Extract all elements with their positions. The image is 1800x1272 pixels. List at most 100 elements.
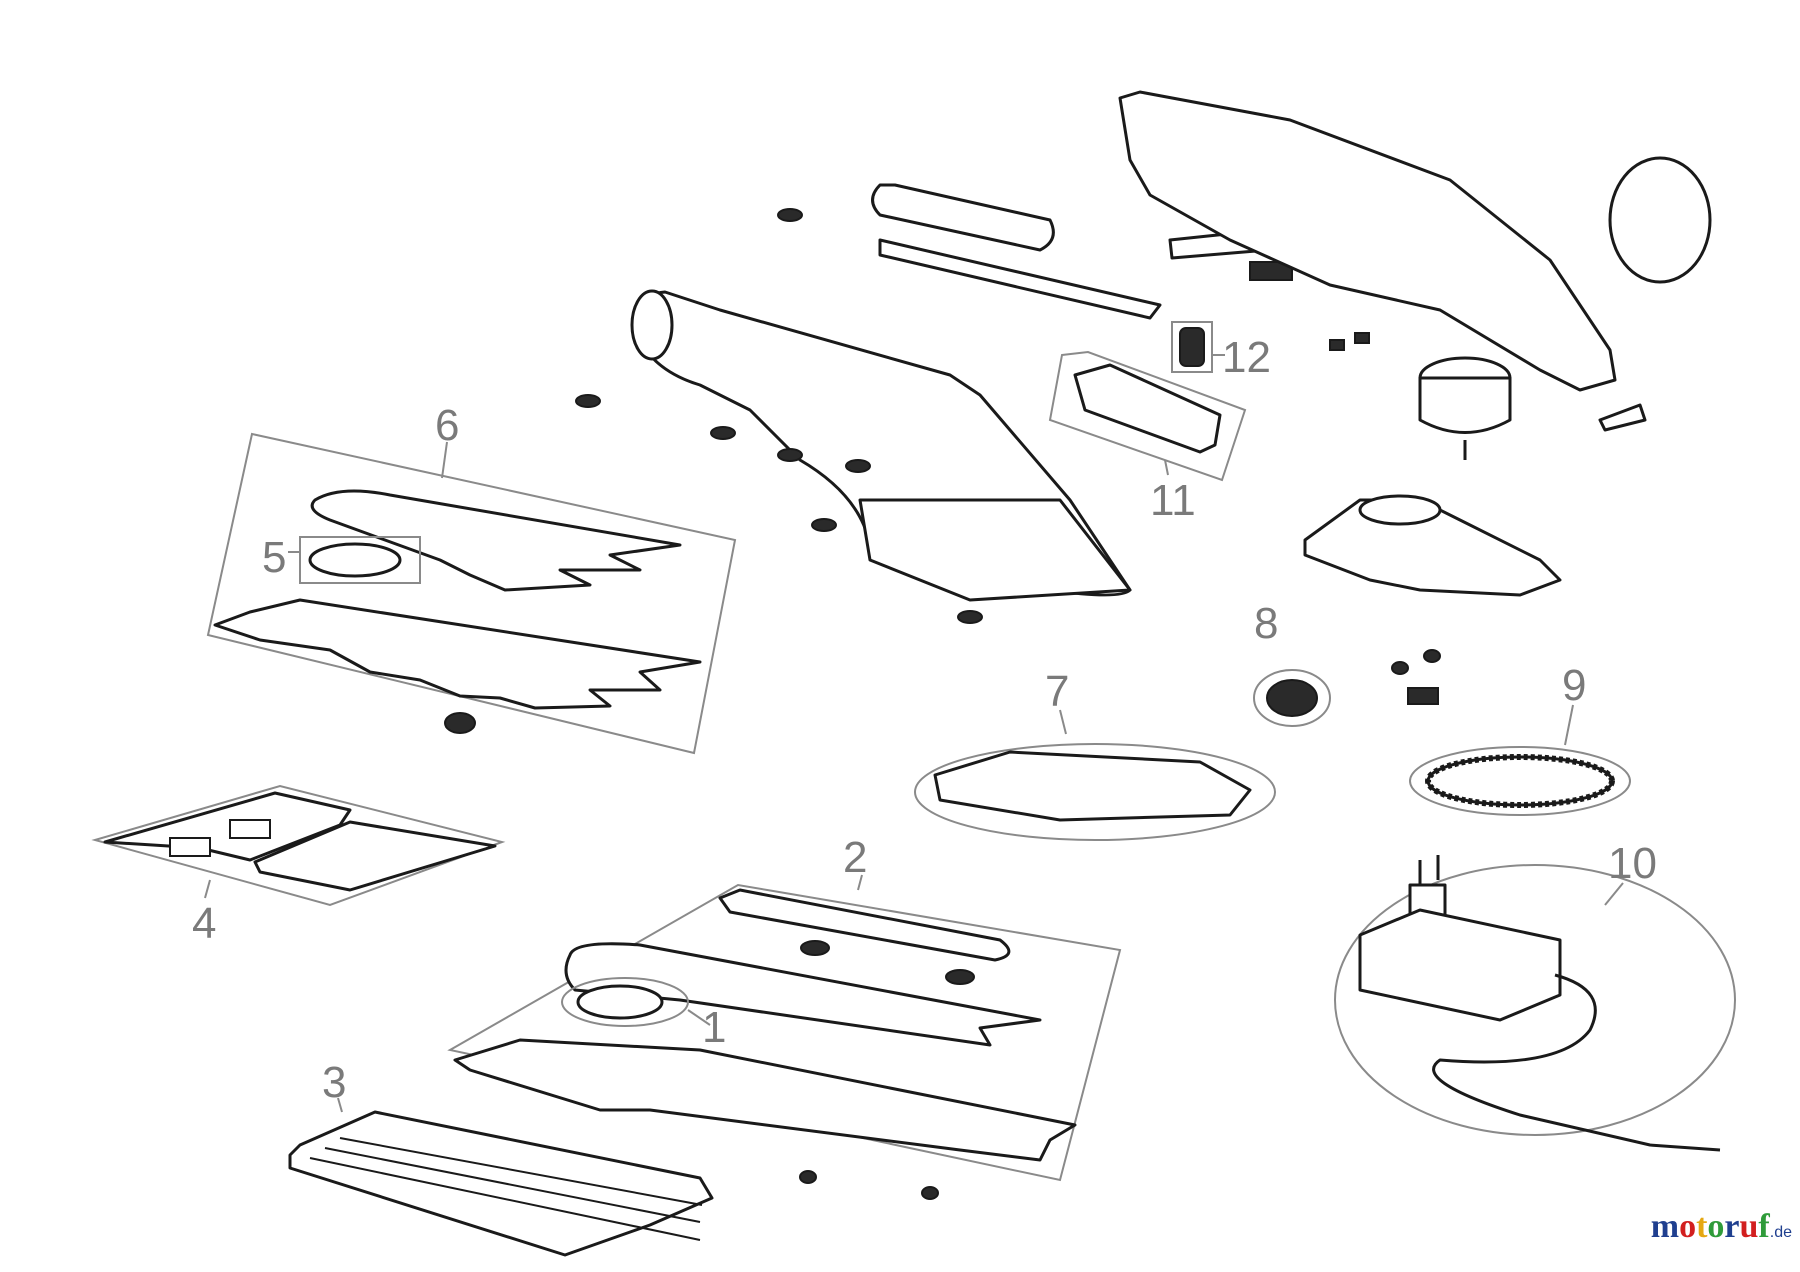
lower-hedge-blade xyxy=(453,1038,1077,1162)
leader-1 xyxy=(687,1009,711,1026)
screw xyxy=(845,459,871,473)
part-group-2 xyxy=(447,874,1122,1200)
frame-11 xyxy=(1048,350,1247,482)
leader-2 xyxy=(857,874,863,891)
frame-10 xyxy=(1334,864,1736,1136)
upper-housing-shell xyxy=(1118,90,1617,392)
motor-body xyxy=(1418,376,1512,434)
screw xyxy=(777,448,803,462)
callout-6: 6 xyxy=(435,401,459,450)
callout-4: 4 xyxy=(192,899,216,948)
charger-cable xyxy=(1432,973,1721,1152)
base-plate xyxy=(933,750,1252,822)
screw xyxy=(811,518,837,532)
leader-10 xyxy=(1604,882,1624,906)
leader-3 xyxy=(337,1097,343,1113)
upper-hedge-blade xyxy=(564,942,1042,1047)
spring xyxy=(1249,261,1293,281)
logo-letter: o xyxy=(1679,1208,1697,1245)
screw xyxy=(777,208,803,222)
logo-letter: t xyxy=(1696,1208,1708,1245)
screw xyxy=(957,610,983,624)
leader-7 xyxy=(1059,709,1067,735)
logo-suffix: .de xyxy=(1769,1224,1792,1241)
part-group-7 xyxy=(914,709,1276,841)
blade-washer xyxy=(800,940,830,956)
upper-housing xyxy=(1118,90,1712,432)
motor xyxy=(1418,356,1512,460)
logo-letter: o xyxy=(1707,1208,1725,1245)
blade-nut xyxy=(799,1170,817,1184)
part-group-9 xyxy=(1409,704,1631,816)
frame-8 xyxy=(1253,669,1331,727)
screw xyxy=(710,426,736,440)
logo-letter: u xyxy=(1739,1208,1759,1245)
switch-carrier xyxy=(1073,363,1222,454)
upper-grass-blade xyxy=(310,489,682,592)
battery-plate xyxy=(878,238,1162,320)
cover-slot xyxy=(169,837,211,857)
pinion-gear xyxy=(1266,679,1318,717)
contact-spring xyxy=(1179,327,1205,367)
housing-end-cap xyxy=(630,289,674,361)
part-group-10 xyxy=(1334,855,1736,1152)
frame-9 xyxy=(1409,746,1631,816)
part-group-8 xyxy=(1253,669,1331,727)
sheath-rib xyxy=(324,1147,701,1223)
blade-washer xyxy=(945,969,975,985)
leader-9 xyxy=(1564,704,1574,746)
small-clip xyxy=(1354,332,1370,344)
small-clip xyxy=(1598,403,1647,432)
frame-1 xyxy=(561,977,689,1027)
blade-nut xyxy=(921,1186,939,1200)
part-group-11 xyxy=(1048,350,1247,482)
callout-9: 9 xyxy=(1562,661,1586,710)
blade-guard-bar xyxy=(718,888,1011,962)
callout-12: 12 xyxy=(1222,333,1271,382)
sheath-rib xyxy=(309,1157,701,1241)
charger-body xyxy=(1358,908,1562,1022)
logo-letter: m xyxy=(1650,1208,1680,1245)
screw xyxy=(575,394,601,408)
gear-housing xyxy=(1303,494,1562,597)
callout-3: 3 xyxy=(322,1058,346,1107)
callout-1: 1 xyxy=(702,1003,726,1052)
callout-5: 5 xyxy=(262,533,286,582)
callout-10: 10 xyxy=(1608,839,1657,888)
screw-set xyxy=(575,208,983,624)
battery-pack xyxy=(871,183,1055,252)
end-cap xyxy=(1608,156,1712,284)
motoruf-watermark-logo: motoruf.de xyxy=(1651,1208,1792,1246)
blade-nut xyxy=(444,712,476,734)
frame-4 xyxy=(91,784,506,907)
logo-letter: f xyxy=(1758,1208,1770,1245)
sheath-rib xyxy=(339,1137,703,1206)
frame-5 xyxy=(299,536,421,584)
part-group-3 xyxy=(288,1097,714,1257)
lower-grass-blade xyxy=(213,598,702,710)
blade-cover-right xyxy=(253,820,497,892)
blade-cam-ring xyxy=(308,542,402,578)
callout-2: 2 xyxy=(843,833,867,882)
frame-7 xyxy=(914,743,1276,841)
callout-8: 8 xyxy=(1254,599,1278,648)
leader-11 xyxy=(1164,459,1169,476)
gear-housing-boss xyxy=(1358,494,1442,526)
part-group-6 xyxy=(206,432,737,755)
small-pin xyxy=(1391,661,1409,675)
leader-4 xyxy=(204,879,211,899)
leader-6 xyxy=(441,441,448,479)
battery-assembly xyxy=(871,183,1293,320)
callout-11: 11 xyxy=(1150,476,1196,525)
callout-7: 7 xyxy=(1045,667,1069,716)
part-group-12 xyxy=(1171,321,1225,373)
frame-12 xyxy=(1171,321,1213,373)
part-group-4 xyxy=(91,784,506,907)
small-gear xyxy=(1407,687,1439,705)
small-clip xyxy=(1329,339,1345,351)
cover-slot xyxy=(229,819,271,839)
logo-letter: r xyxy=(1724,1208,1740,1245)
housing-blade-mount xyxy=(858,498,1132,602)
frame-6 xyxy=(206,432,737,755)
